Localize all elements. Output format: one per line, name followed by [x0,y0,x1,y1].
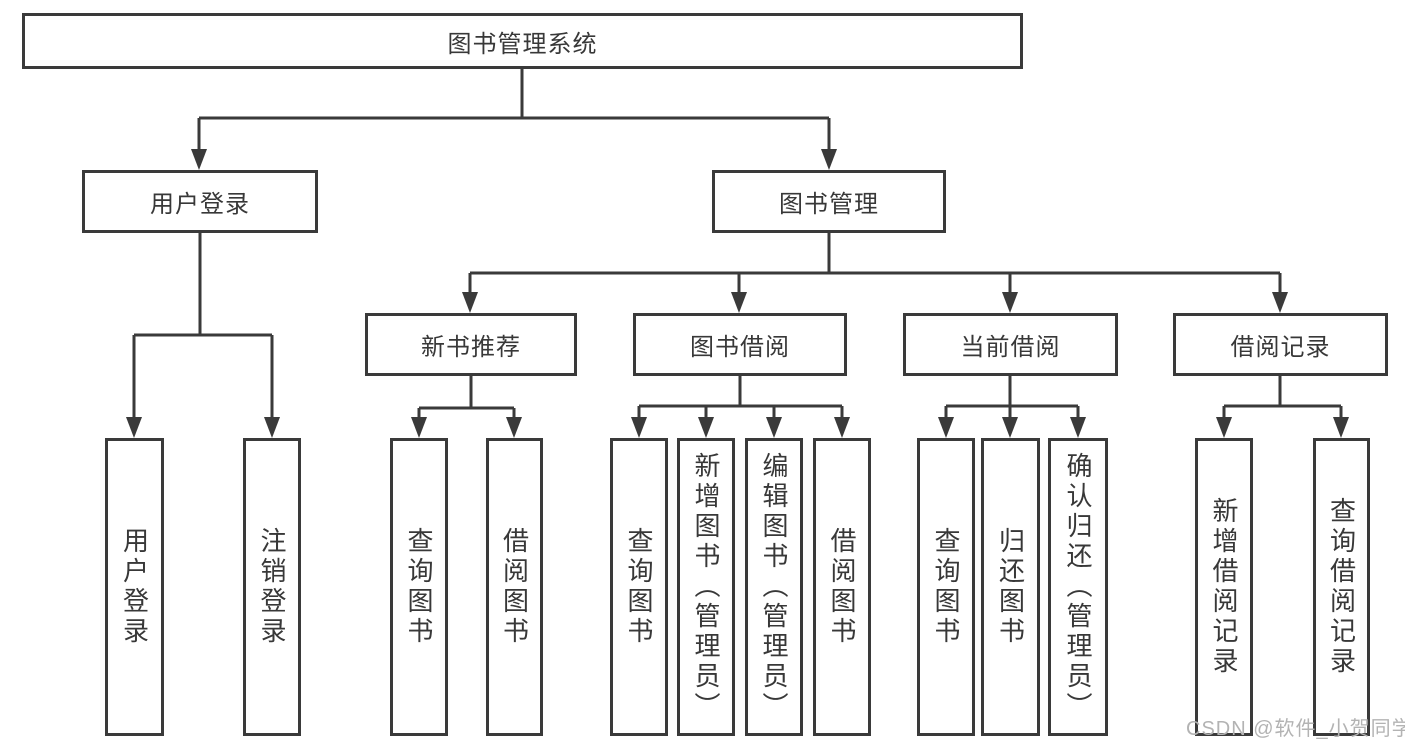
node-label: 查询图书 [624,527,654,647]
node-book-borrowing: 图书借阅 [633,313,847,376]
node-label: 确认归还（管理员） [1063,452,1093,722]
node-label: 当前借阅 [960,334,1061,361]
node-leaf-add-book-admin: 新增图书（管理员） [677,438,735,736]
node-label: 借阅记录 [1230,334,1331,361]
node-label: 借阅图书 [499,527,530,647]
node-label: 查询图书 [404,527,434,647]
node-leaf-query-book-current: 查询图书 [917,438,975,736]
node-borrowing-records: 借阅记录 [1173,313,1388,376]
node-leaf-query-book-borrowing: 查询图书 [610,438,668,736]
node-label: 注销登录 [257,527,287,647]
node-label: 用户登录 [119,527,150,647]
node-label: 查询借阅记录 [1326,497,1357,677]
arrowheads [126,149,1349,438]
node-leaf-user-login: 用户登录 [105,438,164,736]
node-current-borrowing: 当前借阅 [903,313,1118,376]
csdn-watermark: CSDN @软件_小贺同学 [1186,718,1405,740]
connector-segments [132,69,1343,420]
node-label: 新增图书（管理员） [691,452,721,722]
node-leaf-edit-book-admin: 编辑图书（管理员） [745,438,803,736]
node-leaf-return-book: 归还图书 [981,438,1040,736]
node-leaf-confirm-return-admin: 确认归还（管理员） [1048,438,1108,736]
node-label: 图书管理 [779,191,879,218]
node-label: 新增借阅记录 [1209,497,1239,677]
node-leaf-add-borrow-record: 新增借阅记录 [1195,438,1253,736]
node-label: 新书推荐 [421,334,521,361]
node-label: 编辑图书（管理员） [759,452,789,722]
node-new-book-recommend: 新书推荐 [365,313,577,376]
node-label: 图书管理系统 [447,30,598,58]
node-leaf-query-book-recommend: 查询图书 [390,438,448,736]
node-user-login: 用户登录 [82,170,318,233]
node-leaf-borrow-book-recommend: 借阅图书 [486,438,543,736]
node-leaf-logout: 注销登录 [243,438,301,736]
node-library-management-system: 图书管理系统 [22,13,1023,69]
node-book-management: 图书管理 [712,170,946,233]
node-label: 归还图书 [995,527,1026,647]
node-leaf-borrow-book: 借阅图书 [813,438,871,736]
node-label: 图书借阅 [690,334,790,361]
node-leaf-query-borrow-record: 查询借阅记录 [1313,438,1370,736]
node-label: 借阅图书 [827,527,857,647]
node-label: 用户登录 [150,191,250,218]
node-label: 查询图书 [931,527,961,647]
